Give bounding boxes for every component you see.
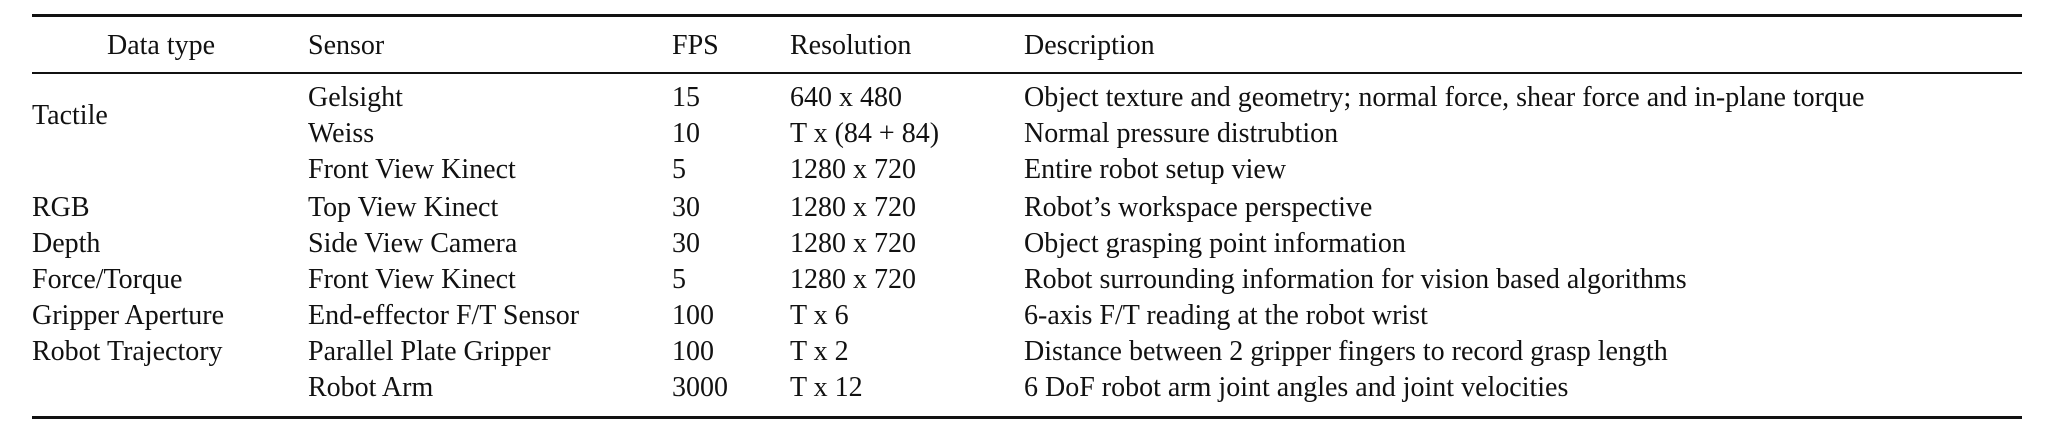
cell-sensor: Weiss bbox=[308, 118, 375, 149]
cell-resolution: 640 x 480 bbox=[790, 82, 902, 113]
header-description: Description bbox=[1024, 30, 1155, 61]
group-label-tactile: Tactile bbox=[32, 100, 108, 131]
cell-sensor: Front View Kinect bbox=[308, 154, 516, 185]
header-data-type: Data type bbox=[106, 30, 216, 61]
cell-fps: 100 bbox=[672, 300, 714, 331]
cell-description: Robot surrounding information for vision… bbox=[1024, 264, 1687, 295]
group-label-gripper-aperture: Gripper Aperture bbox=[32, 300, 225, 331]
cell-fps: 5 bbox=[672, 264, 686, 295]
cell-sensor: Robot Arm bbox=[308, 372, 434, 403]
cell-resolution: 1280 x 720 bbox=[790, 192, 916, 223]
cell-description: Object texture and geometry; normal forc… bbox=[1024, 82, 1865, 113]
group-label-rgb: RGB bbox=[32, 192, 90, 223]
cell-description: Entire robot setup view bbox=[1024, 154, 1287, 185]
cell-description: Object grasping point information bbox=[1024, 228, 1406, 259]
cell-resolution: T x 12 bbox=[790, 372, 863, 403]
cell-fps: 10 bbox=[672, 118, 700, 149]
bottom-rule bbox=[32, 416, 2022, 419]
cell-sensor: Top View Kinect bbox=[308, 192, 499, 223]
cell-sensor: Front View Kinect bbox=[308, 264, 516, 295]
cell-sensor: Side View Camera bbox=[308, 228, 518, 259]
cell-fps: 5 bbox=[672, 154, 686, 185]
header-rule bbox=[32, 72, 2022, 74]
cell-resolution: T x 2 bbox=[790, 336, 849, 367]
cell-resolution: 1280 x 720 bbox=[790, 228, 916, 259]
cell-description: 6 DoF robot arm joint angles and joint v… bbox=[1024, 372, 1569, 403]
cell-resolution: 1280 x 720 bbox=[790, 264, 916, 295]
cell-description: Normal pressure distrubtion bbox=[1024, 118, 1339, 149]
header-resolution: Resolution bbox=[790, 30, 912, 61]
group-label-depth: Depth bbox=[32, 228, 101, 259]
cell-fps: 100 bbox=[672, 336, 714, 367]
cell-description: Distance between 2 gripper fingers to re… bbox=[1024, 336, 1668, 367]
cell-sensor: Gelsight bbox=[308, 82, 403, 113]
cell-fps: 30 bbox=[672, 192, 700, 223]
cell-fps: 15 bbox=[672, 82, 700, 113]
cell-description: 6-axis F/T reading at the robot wrist bbox=[1024, 300, 1428, 331]
header-sensor: Sensor bbox=[308, 30, 385, 61]
cell-resolution: T x (84 + 84) bbox=[790, 118, 940, 149]
header-fps: FPS bbox=[672, 30, 719, 61]
cell-sensor: End-effector F/T Sensor bbox=[308, 300, 580, 331]
top-rule bbox=[32, 14, 2022, 17]
cell-fps: 3000 bbox=[672, 372, 728, 403]
cell-resolution: T x 6 bbox=[790, 300, 849, 331]
group-label-robot-trajectory: Robot Trajectory bbox=[32, 336, 223, 367]
cell-resolution: 1280 x 720 bbox=[790, 154, 916, 185]
cell-fps: 30 bbox=[672, 228, 700, 259]
cell-sensor: Parallel Plate Gripper bbox=[308, 336, 551, 367]
group-label-force-torque: Force/Torque bbox=[32, 264, 183, 295]
cell-description: Robot’s workspace perspective bbox=[1024, 192, 1373, 223]
